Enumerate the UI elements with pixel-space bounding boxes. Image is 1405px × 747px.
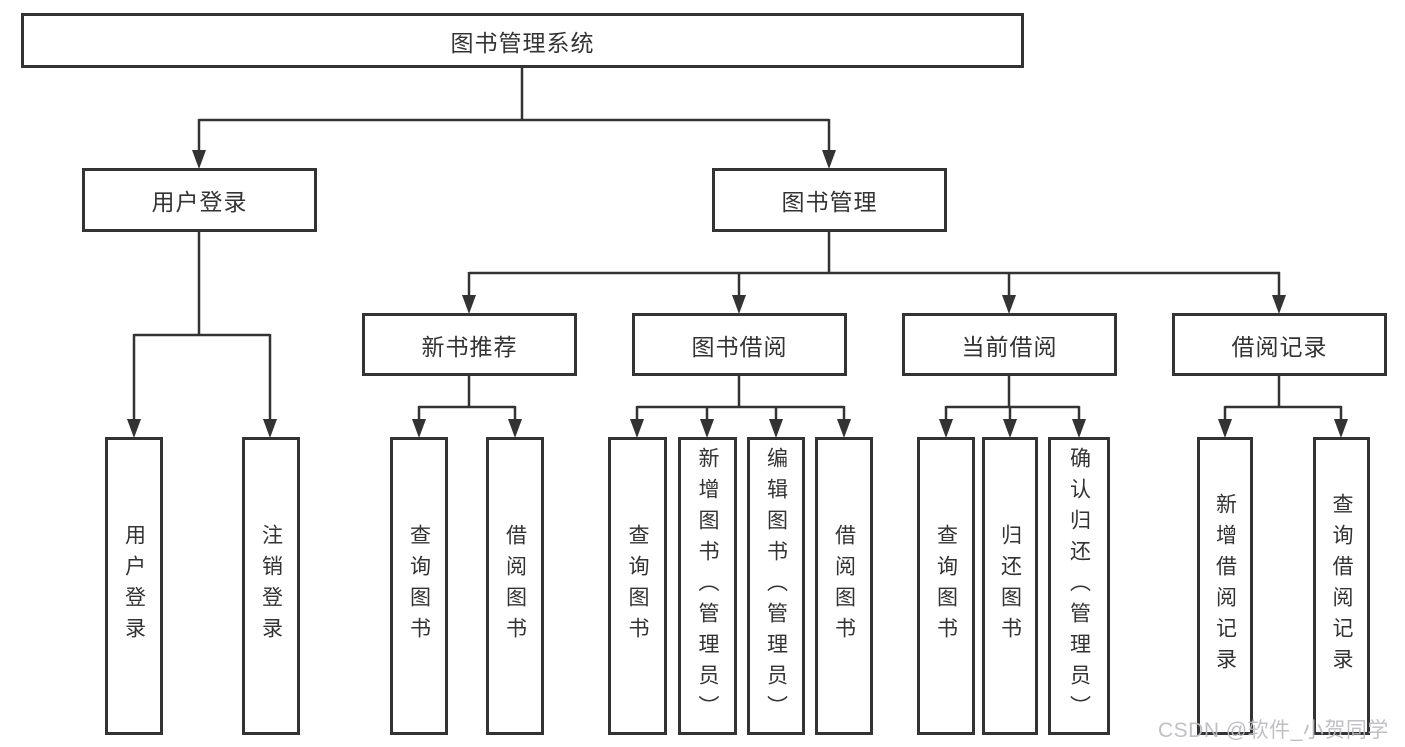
leaf-label: 归还图书: [998, 524, 1022, 648]
leaf-query-borrow-record: 查询借阅记录: [1313, 437, 1370, 735]
leaf-confirm-return-admin: 确认归还（管理员）: [1048, 437, 1110, 735]
leaf-borrow-books: 借阅图书: [815, 437, 873, 735]
leaf-query-books: 查询图书: [390, 437, 448, 735]
node-book-management: 图书管理: [712, 168, 947, 232]
node-root: 图书管理系统: [21, 13, 1024, 68]
leaf-query-books: 查询图书: [608, 437, 667, 735]
leaf-query-books: 查询图书: [917, 437, 975, 735]
leaf-add-borrow-record: 新增借阅记录: [1197, 437, 1253, 735]
arrowhead-down-icon: [462, 295, 1286, 314]
node-borrowing-records: 借阅记录: [1172, 313, 1387, 376]
leaf-label: 借阅图书: [503, 524, 527, 648]
leaf-return-book: 归还图书: [982, 437, 1038, 735]
arrowhead-down-icon: [939, 419, 1086, 438]
leaf-logout: 注销登录: [242, 437, 300, 735]
leaf-label: 新增借阅记录: [1213, 493, 1237, 679]
watermark: CSDN @软件_小贺同学: [1158, 719, 1389, 742]
node-current-borrowing: 当前借阅: [902, 313, 1117, 376]
connector-new-book-recommendation: [417, 375, 517, 421]
leaf-label: 查询图书: [934, 524, 958, 648]
leaf-user-login: 用户登录: [105, 437, 163, 735]
arrowhead-down-icon: [630, 419, 851, 438]
connector-book-borrowing: [635, 375, 846, 421]
leaf-add-book-admin: 新增图书（管理员）: [678, 437, 737, 735]
leaf-label: 注销登录: [259, 524, 283, 648]
leaf-borrow-books: 借阅图书: [486, 437, 544, 735]
connector-book-management: [467, 231, 1281, 297]
leaf-label: 用户登录: [122, 524, 146, 648]
connector-root: [197, 68, 831, 152]
leaf-label: 借阅图书: [832, 524, 856, 648]
arrowhead-down-icon: [127, 419, 277, 438]
leaf-label: 确认归还（管理员）: [1067, 446, 1091, 726]
arrowhead-down-icon: [412, 419, 522, 438]
leaf-label: 查询借阅记录: [1330, 493, 1353, 679]
connector-borrowing-records: [1223, 375, 1343, 421]
leaf-label: 查询图书: [407, 524, 431, 648]
node-book-borrowing: 图书借阅: [632, 313, 847, 376]
arrowhead-down-icon: [1218, 419, 1348, 438]
connector-current-borrowing: [944, 375, 1081, 421]
leaf-label: 新增图书（管理员）: [696, 446, 719, 726]
connector-user-login: [132, 231, 272, 421]
arrowhead-down-icon: [192, 150, 836, 169]
leaf-edit-book-admin: 编辑图书（管理员）: [747, 437, 805, 735]
leaf-label: 编辑图书（管理员）: [764, 446, 788, 726]
leaf-label: 查询图书: [626, 524, 649, 648]
node-new-book-recommendation: 新书推荐: [362, 313, 577, 376]
node-user-login: 用户登录: [82, 168, 317, 232]
